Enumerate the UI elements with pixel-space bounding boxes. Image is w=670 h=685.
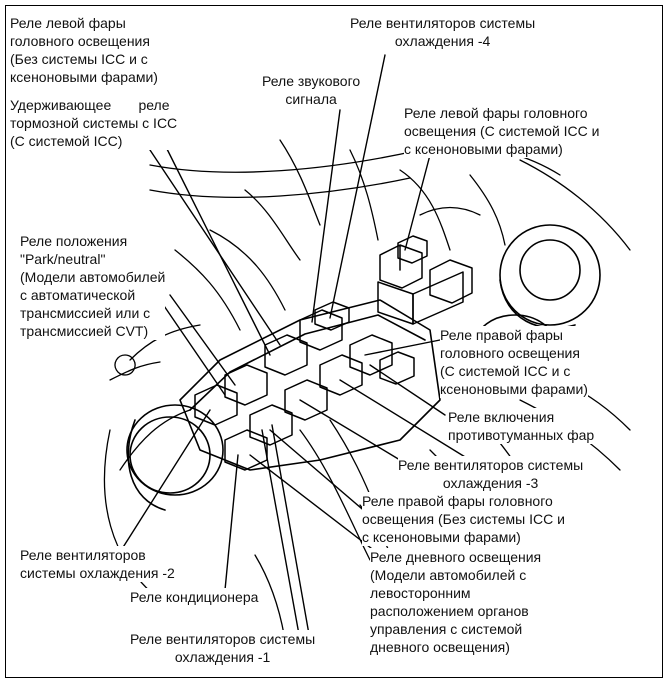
label-fan-2: Реле вентиляторов системы охлаждения -2: [20, 546, 175, 582]
label-fan-3: Реле вентиляторов системы охлаждения -3: [398, 456, 584, 492]
relays: [194, 235, 473, 471]
label-left-headlight-icc: Реле левой фары головного освещения (С с…: [404, 104, 600, 158]
label-park-neutral: Реле положения "Park/neutral" (Модели ав…: [20, 232, 166, 340]
label-horn: Реле звукового сигнала: [262, 72, 361, 108]
label-daytime: Реле дневного освещения (Модели автомоби…: [370, 548, 542, 656]
label-fog: Реле включения противотуманных фар: [448, 408, 595, 444]
label-fan-4: Реле вентиляторов системы охлаждения -4: [350, 14, 536, 50]
reservoir-left: [126, 404, 224, 511]
label-left-headlight-no-icc: Реле левой фары головного освещения (Без…: [10, 14, 158, 86]
label-fan-1: Реле вентиляторов системы охлаждения -1: [130, 630, 316, 666]
label-right-headlight-icc: Реле правой фары головного освещения (С …: [440, 326, 588, 398]
label-ac: Реле кондиционера: [130, 588, 259, 606]
label-right-headlight-no-icc: Реле правой фары головного освещения (Бе…: [362, 492, 565, 546]
diagram-frame: [5, 5, 663, 678]
leader-lines: [114, 54, 471, 641]
label-brake-hold-icc: Удерживающее реле тормозной системы с IC…: [10, 96, 178, 150]
